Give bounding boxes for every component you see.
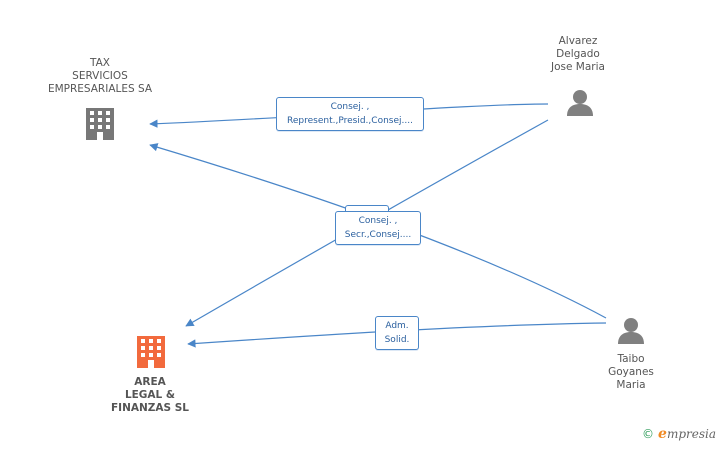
edge-label-alvarez-tax[interactable]: Consej. , Represent.,Presid.,Consej....	[276, 97, 424, 131]
edge-label-taibo-area[interactable]: Adm. Solid.	[375, 316, 419, 350]
copyright-symbol: ©	[642, 427, 655, 441]
edge-label-shared[interactable]: Consej. , Secr.,Consej....	[335, 211, 421, 245]
company-label-tax[interactable]: TAX SERVICIOS EMPRESARIALES SA	[47, 57, 153, 95]
person-label-alvarez[interactable]: Alvarez Delgado Jose Maria	[551, 35, 605, 73]
company-label-area[interactable]: AREA LEGAL & FINANZAS SL	[111, 376, 189, 414]
stacked-label-tab	[345, 205, 389, 213]
brand-initial: e	[658, 426, 667, 442]
person-icon	[567, 90, 593, 116]
brand-logo: ©empresia	[642, 426, 716, 442]
person-label-taibo[interactable]: Taibo Goyanes Maria	[608, 353, 654, 391]
brand-name: mpresia	[666, 427, 716, 441]
person-icon	[618, 318, 644, 344]
building-icon	[86, 108, 114, 140]
building-icon-highlight	[137, 336, 165, 368]
